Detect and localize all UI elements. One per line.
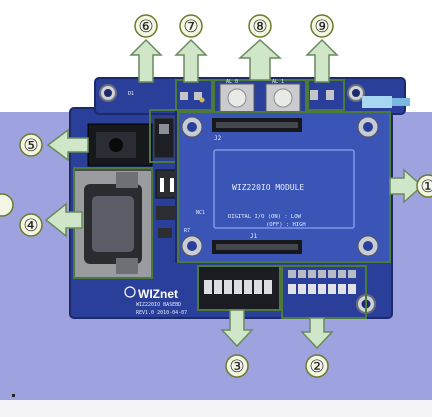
- module-title: WIZ220IO MODULE: [232, 183, 304, 192]
- callout-2: ②: [305, 354, 329, 378]
- silk-d1: D1: [128, 91, 134, 97]
- status-leds: [180, 92, 205, 103]
- callout-4: ④: [19, 213, 43, 237]
- arrow-7: [174, 38, 208, 83]
- callout-2-label: ②: [309, 357, 324, 377]
- reset-switch: [153, 117, 175, 159]
- callout-1: ①: [416, 174, 432, 198]
- silk-nc1: NC1: [196, 210, 205, 216]
- model-label: WIZ220IO BASEBD: [136, 302, 181, 308]
- dip-switch: [197, 265, 281, 311]
- callout-3: ③: [225, 354, 249, 378]
- module-holes: [181, 116, 379, 257]
- callout-9: ⑨: [310, 14, 334, 38]
- arrow-9: [305, 38, 339, 83]
- mounting-hole-top-left: [99, 84, 117, 102]
- usb-port-chip: [362, 96, 410, 108]
- serial-db9-connector: [73, 169, 153, 279]
- arrow-4: [44, 202, 83, 238]
- header-j2: [212, 118, 302, 132]
- callout-6-label: ⑥: [138, 17, 153, 37]
- module-silk-box: [213, 149, 355, 229]
- digital-io-line1: DIGITAL I/O (ON) : LOW: [228, 214, 302, 220]
- arrow-5: [46, 128, 89, 162]
- callout-7-label: ⑦: [183, 17, 198, 37]
- arrow-8: [238, 38, 282, 81]
- callout-4-label: ④: [23, 216, 38, 236]
- callout-5: ⑤: [19, 133, 43, 157]
- callout-3-label: ③: [229, 357, 244, 377]
- callout-9-label: ⑨: [314, 17, 329, 37]
- callout-7: ⑦: [179, 14, 203, 38]
- arrow-6: [129, 38, 163, 83]
- wiznet-logo: [124, 286, 136, 298]
- silk-al0: AL 0: [226, 79, 238, 85]
- callout-5-label: ⑤: [23, 136, 38, 156]
- mounting-hole-top-right: [347, 84, 365, 102]
- callout-8: ⑧: [248, 14, 272, 38]
- silk-r7: R7: [184, 228, 190, 234]
- bottom-strip: [0, 400, 432, 417]
- silk-j2: J2: [214, 135, 222, 142]
- callout-1-label: ①: [420, 177, 432, 197]
- revision-label: REV1.0 2010-04-07: [136, 310, 187, 316]
- brand-label: WIZnet: [138, 287, 178, 301]
- digital-io-line2: (OFF) : HIGH: [266, 222, 306, 228]
- callout-6: ⑥: [134, 14, 158, 38]
- dc-power-jack: [87, 123, 153, 167]
- callout-arrows: [44, 38, 424, 350]
- header-j1: [212, 240, 302, 254]
- arrow-1: [389, 168, 424, 204]
- corner-marker: [12, 394, 15, 397]
- alarm-leds: [310, 90, 334, 100]
- callout-1-left-partial: [0, 193, 14, 217]
- silk-j1: J1: [250, 233, 258, 240]
- callout-8-label: ⑧: [252, 17, 267, 37]
- silk-al1: AL 1: [272, 79, 284, 85]
- arrow-3: [220, 309, 254, 348]
- arrow-2: [300, 317, 334, 350]
- alarm-push-buttons: [219, 83, 301, 113]
